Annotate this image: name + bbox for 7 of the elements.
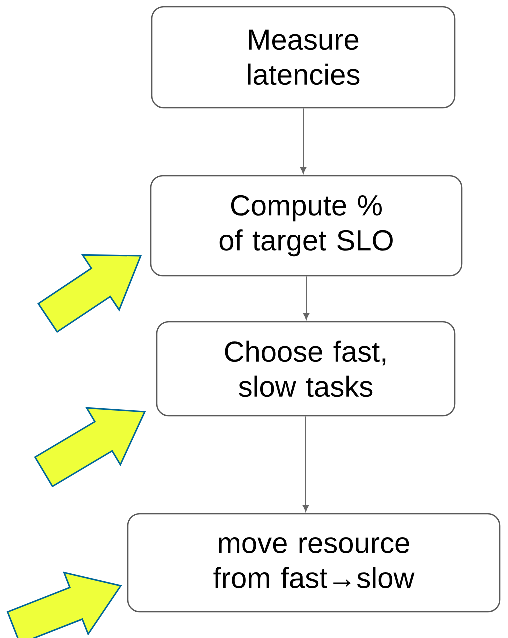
arrow xyxy=(300,108,307,174)
process-box: move resource from fast→slow xyxy=(127,513,501,613)
process-box: Measure latencies xyxy=(151,6,456,109)
arrow xyxy=(303,276,310,320)
process-box: Compute % of target SLO xyxy=(150,175,463,277)
process-box: Choose fast, slow tasks xyxy=(156,321,456,417)
arrow xyxy=(302,416,310,512)
